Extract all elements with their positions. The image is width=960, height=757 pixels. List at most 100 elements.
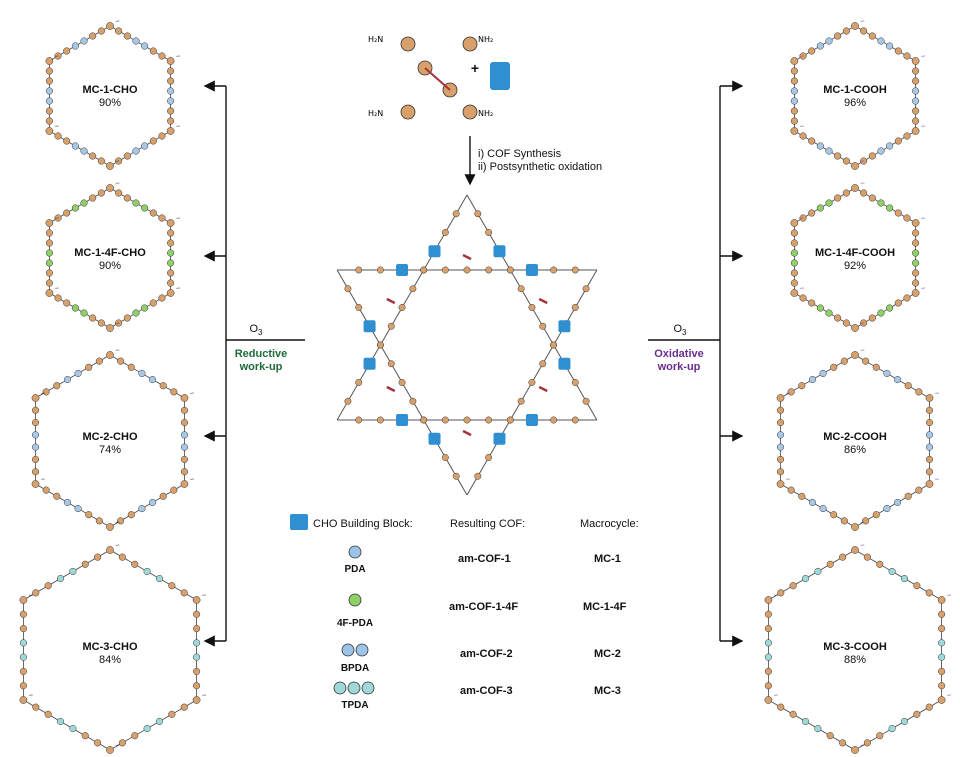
phenyl-ring [842,27,850,35]
phenyl-ring [912,279,920,287]
phenyl-ring [799,214,807,222]
end-group-mark: ∽ [28,592,33,599]
end-group-mark: ∽ [860,742,865,749]
end-group-mark: ∽ [176,53,181,60]
phenyl-ring [787,486,795,494]
vertex-ring [19,696,28,704]
phenyl-ring [118,739,126,747]
phenyl-ring [860,189,868,197]
vertex-ring [106,162,114,170]
amine-group: NH₂ [478,35,493,44]
phenyl-ring [842,157,850,165]
end-group-mark: ∽ [54,123,59,130]
linker-ring [888,725,896,733]
block-name: BPDA [340,663,370,674]
end-group-mark: ∽ [921,123,926,130]
phenyl-ring [115,189,123,197]
linker-ring [819,505,827,513]
right-macrocycle-label: MC-3-COOH 88% [800,641,910,667]
macrocycle-mc-2-cooh: ∽∽∽∽∽∽ [776,347,940,531]
block-name: PDA [344,564,366,575]
linker-ring [925,443,934,451]
end-group-mark: ∽ [54,53,59,60]
phenyl-ring [19,682,27,690]
phenyl-ring [45,229,53,237]
macrocycle-yield: 74% [98,444,122,456]
left-macrocycle-label: MC-3-CHO 84% [60,641,160,667]
macrocycle-short: MC-2 [594,648,621,660]
linker-ring [45,87,53,95]
linker-ring [886,204,894,212]
macrocycle-mc-1-cho: ∽∽∽∽∽∽ [45,18,181,170]
phenyl-ring [777,703,785,711]
phenyl-ring [89,314,97,322]
phenyl-ring [54,52,62,60]
phenyl-ring [344,285,352,293]
phenyl-ring [839,553,847,561]
phenyl-ring [376,266,384,274]
phenyl-ring [170,486,178,494]
phenyl-ring [344,397,352,405]
phenyl-ring [903,52,911,60]
end-group-mark: ∽ [860,542,865,549]
linker-ring [141,204,149,212]
phenyl-ring [550,416,558,424]
linker-ring [155,575,164,583]
linker-ring [69,725,77,733]
cof-network [336,194,598,496]
phenyl-ring [826,560,834,568]
linker-ring [776,443,785,451]
linker-ring [808,376,816,384]
right-macrocycle-label: MC-1-COOH 96% [800,84,910,110]
phenyl-ring [925,419,934,427]
phenyl-ring [159,382,167,390]
phenyl-ring [341,643,355,657]
phenyl-ring [912,77,920,85]
end-group-mark: ∽ [202,592,207,599]
phenyl-ring [452,210,460,218]
phenyl-ring [45,117,53,125]
linker-ring [138,505,146,513]
phenyl-ring [790,279,798,287]
macrocycle-name: MC-1-4F-CHO [74,247,146,259]
macrocycle-short: MC-1-4F [583,601,627,613]
vertex-ring [764,696,773,704]
linker-ring [193,639,201,647]
linker-ring [138,369,146,377]
phenyl-ring [54,132,62,140]
linker-ring [143,725,151,733]
macrocycle-mc-1-cooh: ∽∽∽∽∽∽ [790,18,926,170]
phenyl-ring [808,209,816,217]
linker-ring [801,717,810,725]
linker-ring [56,717,65,725]
phenyl-ring [387,322,395,330]
linker-ring [938,639,946,647]
phenyl-ring [790,269,798,277]
phenyl-ring [355,416,363,424]
end-group-mark: ∽ [773,692,778,699]
linker-ring [80,309,88,317]
phenyl-ring [54,214,62,222]
phenyl-ring [123,314,131,322]
phenyl-ring [894,47,902,55]
linker-ring [912,87,920,95]
vinylene-bond [386,385,396,393]
linker-ring [180,431,189,439]
aldehyde-linker [363,357,376,370]
phenyl-ring [167,67,175,75]
vertex-ring [790,57,799,65]
linker-ring [71,142,79,150]
amine-group: H₂N [368,35,383,44]
end-group-mark: ∽ [176,285,181,292]
phenyl-ring [925,468,934,476]
linker-ring [877,147,885,155]
phenyl-ring [118,553,126,561]
end-group-mark: ∽ [934,390,939,397]
vertex-ring [106,22,114,30]
phenyl-ring [834,152,842,160]
phenyl-ring [398,304,406,311]
linker-ring [56,575,65,583]
tpda-structure [333,681,375,695]
linker-ring [80,199,88,207]
phenyl-ring [550,341,558,349]
